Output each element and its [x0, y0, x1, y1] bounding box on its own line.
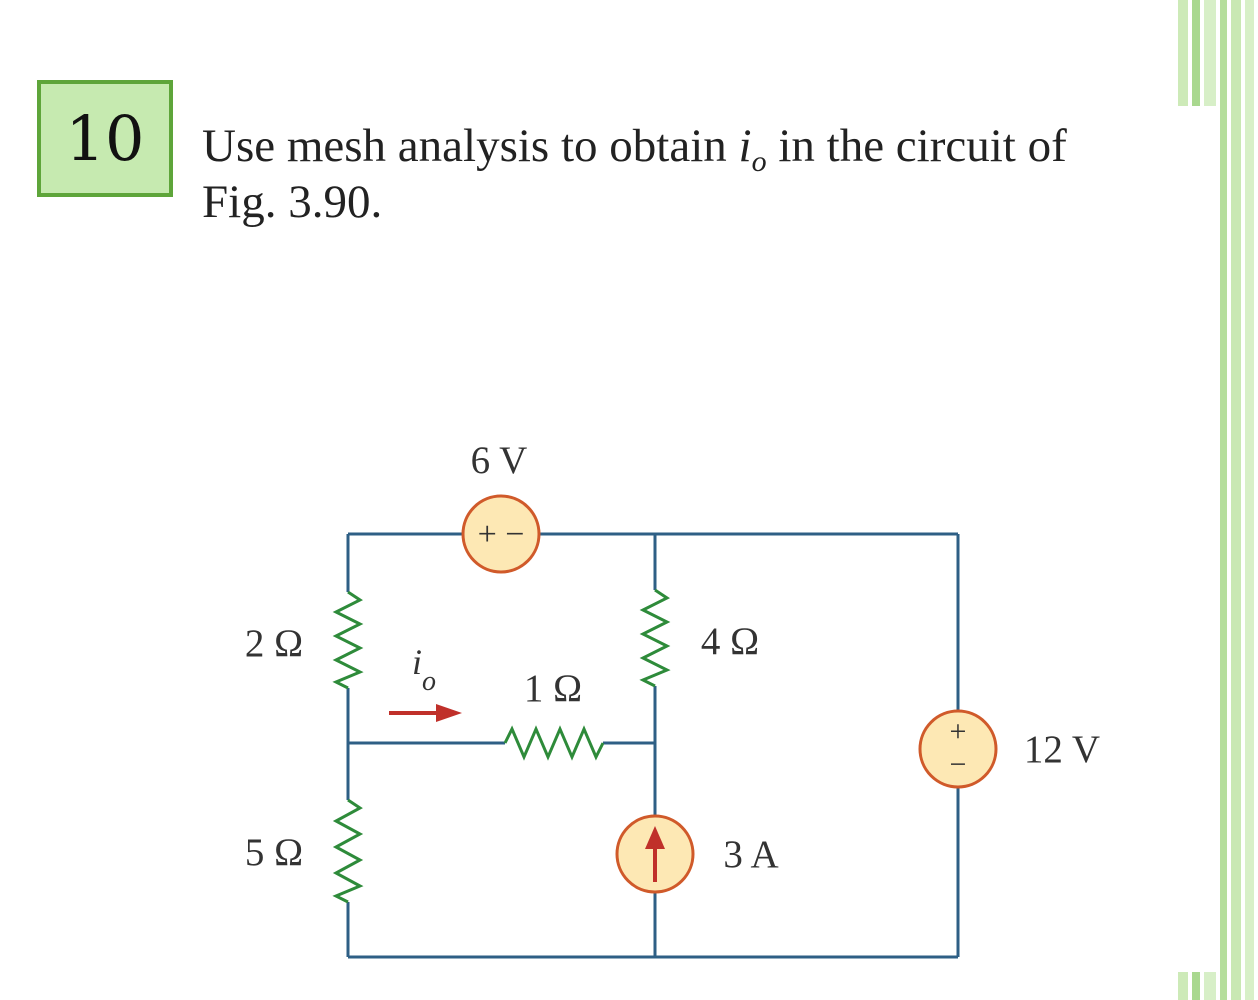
source-12v-minus: − — [950, 748, 967, 781]
current-arrow-icon — [645, 826, 665, 849]
source-12v-plus: + — [950, 715, 967, 748]
stripe-notch — [1176, 106, 1216, 972]
label-io-var: i — [412, 642, 422, 682]
label-io-sub: o — [422, 666, 436, 697]
label-1-ohm: 1 Ω — [524, 667, 582, 710]
voltage-source-6v: + − — [461, 494, 541, 574]
problem-text-before: Use mesh analysis to obtain — [202, 120, 739, 172]
source-6v-signs: + − — [478, 516, 525, 553]
resistor-5-ohm — [332, 798, 364, 904]
label-12v: 12 V — [1024, 728, 1100, 771]
problem-variable: i — [738, 120, 752, 172]
problem-text-after: in the circuit of — [766, 120, 1067, 172]
resistor-4-ohm — [639, 588, 671, 688]
wires — [346, 532, 960, 959]
problem-number-badge: 10 — [37, 80, 173, 197]
resistor-1-ohm — [503, 725, 605, 761]
label-5-ohm: 5 Ω — [245, 831, 303, 874]
voltage-source-12v: + − — [918, 709, 998, 789]
resistor-2-ohm — [332, 590, 364, 690]
problem-subscript: o — [751, 145, 767, 178]
current-source-3a — [615, 814, 695, 894]
label-2-ohm: 2 Ω — [245, 622, 303, 665]
label-6v: 6 V — [471, 439, 528, 482]
label-3a: 3 A — [723, 833, 778, 876]
problem-line-1: Use mesh analysis to obtain io in the ci… — [202, 118, 1182, 177]
problem-statement: Use mesh analysis to obtain io in the ci… — [202, 118, 1182, 230]
problem-number: 10 — [65, 102, 145, 175]
problem-line-2: Fig. 3.90. — [202, 176, 383, 228]
label-4-ohm: 4 Ω — [701, 620, 759, 663]
io-arrow-icon — [389, 704, 462, 722]
